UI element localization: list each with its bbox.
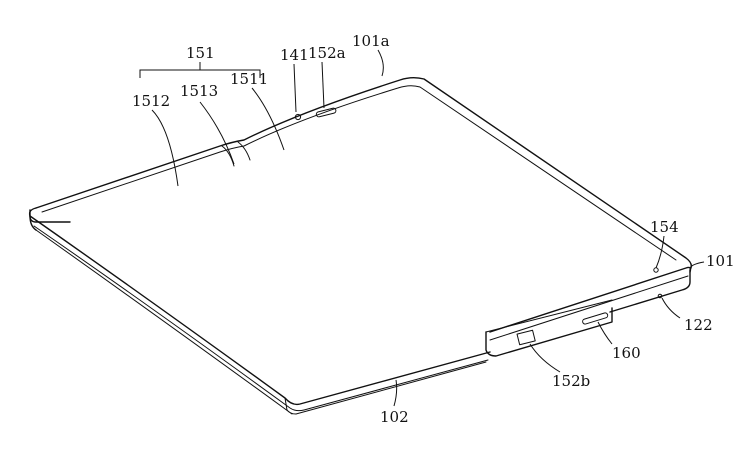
reference-labels: 151 141 152a 101a 1512 1513 1511 154 101…: [132, 32, 735, 426]
label-141: 141: [280, 46, 309, 64]
label-154: 154: [650, 218, 679, 236]
label-1511: 1511: [230, 70, 268, 88]
label-101: 101: [706, 252, 735, 270]
right-front-edge-inner: [489, 275, 689, 341]
left-bottom: [35, 229, 293, 415]
sensor-154: [653, 267, 659, 273]
display-inner-edge: [41, 85, 677, 261]
leader-160: [597, 321, 613, 345]
hinge-housing: [485, 307, 613, 357]
label-152b: 152b: [552, 372, 590, 390]
hinge-housing-top: [485, 299, 613, 333]
left-front-edge-inner: [33, 225, 489, 412]
leader-1512: [151, 109, 179, 187]
leader-122: [661, 297, 681, 319]
button-160: [582, 312, 609, 325]
left-corner: [28, 207, 37, 217]
leader-152b: [529, 343, 561, 373]
left-side-corner: [29, 215, 37, 231]
leader-141: [293, 63, 297, 113]
device-body: [28, 77, 693, 415]
leader-lines: [151, 49, 705, 407]
leader-152a: [321, 61, 325, 109]
label-1513: 1513: [180, 82, 218, 100]
label-102: 102: [380, 408, 409, 426]
label-152a: 152a: [308, 44, 346, 62]
fold-line-1: [221, 145, 235, 167]
front-corner: [284, 397, 297, 415]
left-front-edge: [29, 215, 491, 406]
bottom-edge: [295, 361, 487, 415]
leader-154: [655, 235, 665, 269]
leader-101: [689, 261, 705, 269]
leader-1511: [251, 87, 285, 151]
fold-line-2: [237, 141, 251, 161]
label-160: 160: [612, 344, 641, 362]
leader-102: [393, 379, 398, 407]
label-122: 122: [684, 316, 713, 334]
camera-141: [294, 113, 302, 121]
speaker-152a: [315, 107, 337, 118]
brace-151: [139, 62, 261, 78]
label-101a: 101a: [352, 32, 390, 50]
device-features: [294, 107, 663, 346]
port-122: [657, 293, 663, 299]
label-151: 151: [186, 44, 215, 62]
right-corner: [609, 269, 691, 313]
connector-152b: [516, 329, 536, 346]
leader-1513: [199, 101, 235, 165]
leader-101a: [377, 49, 384, 77]
label-1512: 1512: [132, 92, 170, 110]
upper-edge: [35, 77, 693, 271]
